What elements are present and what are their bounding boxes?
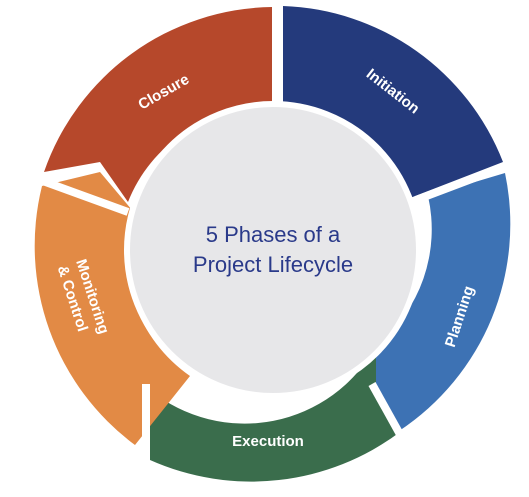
phase-segment-planning	[376, 173, 511, 431]
center-title-line1: 5 Phases of a	[206, 222, 341, 247]
center-title-line2: Project Lifecycle	[193, 252, 353, 277]
phase-segment-monitoring-control	[34, 172, 190, 445]
segment-separators	[38, 2, 508, 460]
phase-segment-execution	[150, 346, 400, 482]
phase-segment-initiation	[283, 6, 503, 198]
phase-label-execution: Execution	[232, 433, 304, 450]
phase-segment-closure	[44, 7, 272, 202]
center-circle	[124, 101, 422, 399]
